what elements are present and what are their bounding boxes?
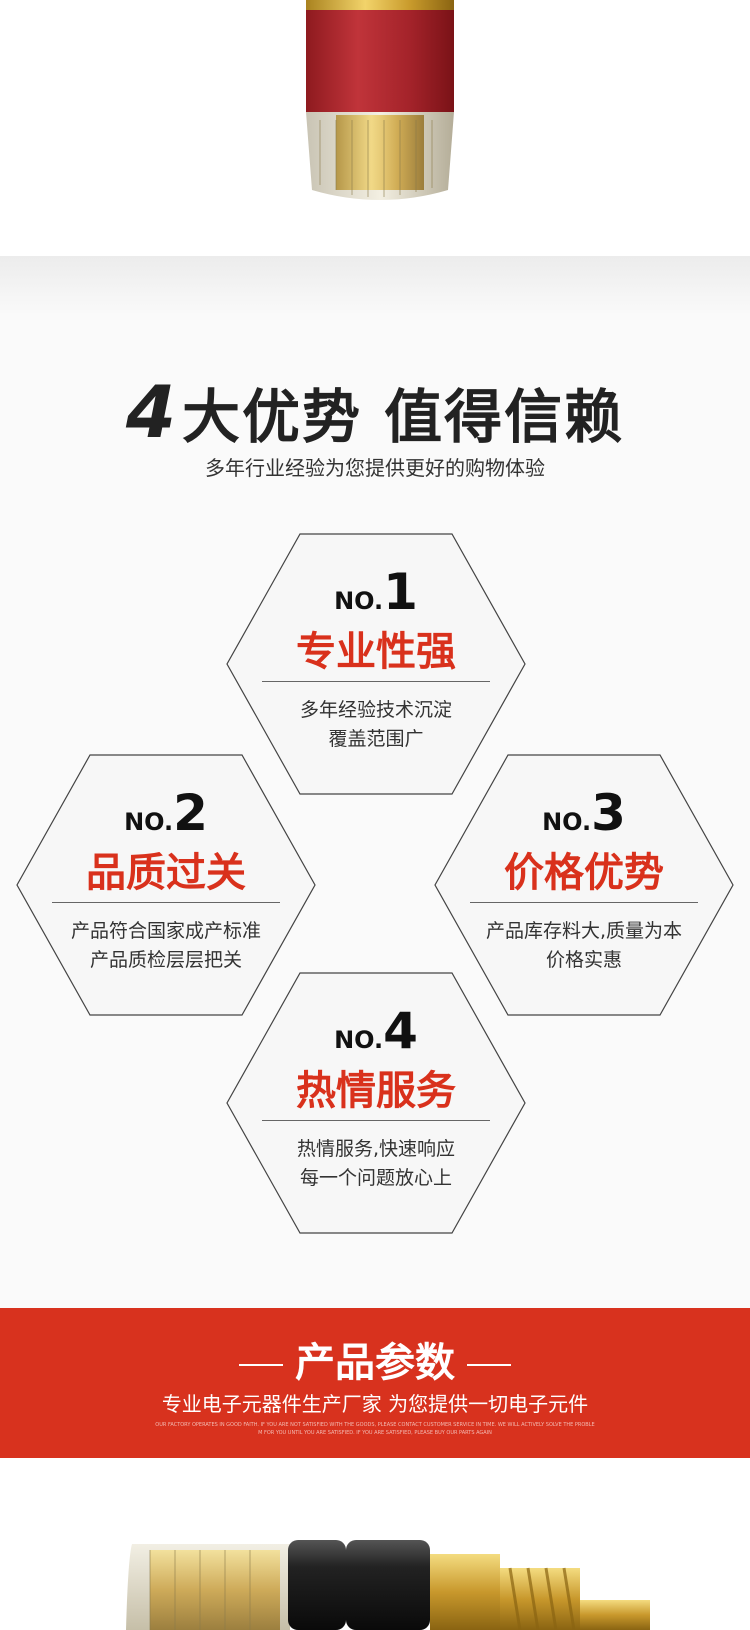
advantage-description: 产品库存料大,质量为本价格实惠: [434, 917, 734, 975]
shadow-divider: [0, 256, 750, 316]
number-value: 2: [173, 784, 208, 842]
product-photo-bottom: [0, 1458, 750, 1630]
banner-subtitle: 专业电子元器件生产厂家 为您提供一切电子元件: [161, 1392, 589, 1416]
number-prefix: NO.: [334, 587, 384, 615]
description-line: 产品库存料大,质量为本: [485, 920, 683, 942]
dash-right: [467, 1364, 511, 1366]
description-line: 多年经验技术沉淀: [299, 699, 452, 721]
advantage-description: 热情服务,快速响应每一个问题放心上: [226, 1135, 526, 1193]
fine-print-line: OUR FACTORY OPERATES IN GOOD FAITH. IF Y…: [155, 1422, 595, 1428]
divider-line: [470, 902, 698, 903]
description-line: 覆盖范围广: [328, 728, 424, 750]
number-value: 1: [383, 563, 418, 621]
description-line: 每一个问题放心上: [299, 1167, 452, 1189]
advantage-number: NO.1: [226, 563, 526, 621]
section-subtitle: 多年行业经验为您提供更好的购物体验: [205, 456, 545, 480]
title-text: 大优势 值得信赖: [181, 383, 625, 451]
description-line: 产品符合国家成产标准: [70, 920, 261, 942]
fine-print-line: M FOR YOU UNTIL YOU ARE SATISFIED. IF YO…: [258, 1430, 492, 1436]
hexagon-frame: [434, 754, 734, 1016]
advantage-card-3: NO.3 价格优势 产品库存料大,质量为本价格实惠: [434, 754, 734, 1016]
advantage-title: 热情服务: [296, 1068, 456, 1114]
params-banner: 产品参数 专业电子元器件生产厂家 为您提供一切电子元件 OUR FACTORY …: [0, 1308, 750, 1458]
advantage-card-4: NO.4 热情服务 热情服务,快速响应每一个问题放心上: [226, 972, 526, 1234]
advantage-description: 多年经验技术沉淀覆盖范围广: [226, 696, 526, 754]
number-prefix: NO.: [124, 808, 174, 836]
section-title: 4大优势 值得信赖: [0, 370, 750, 454]
divider-line: [52, 902, 280, 903]
hexagon-frame: [16, 754, 316, 1016]
advantage-number: NO.2: [16, 784, 316, 842]
description-line: 热情服务,快速响应: [296, 1138, 456, 1160]
divider-line: [262, 681, 490, 682]
binding-post-black-illustration: [126, 1540, 650, 1630]
banner-fine-print: OUR FACTORY OPERATES IN GOOD FAITH. IF Y…: [100, 1421, 650, 1437]
advantage-title: 价格优势: [504, 850, 664, 896]
number-prefix: NO.: [334, 1026, 384, 1054]
binding-post-red-illustration: [306, 0, 454, 200]
number-value: 3: [591, 784, 626, 842]
advantage-card-2: NO.2 品质过关 产品符合国家成产标准产品质检层层把关: [16, 754, 316, 1016]
advantage-title: 品质过关: [86, 850, 246, 896]
banner-title: 产品参数: [295, 1340, 455, 1386]
advantage-number: NO.4: [226, 1002, 526, 1060]
dash-left: [239, 1364, 283, 1366]
title-number: 4: [125, 370, 178, 454]
description-line: 产品质检层层把关: [89, 949, 242, 971]
advantage-description: 产品符合国家成产标准产品质检层层把关: [16, 917, 316, 975]
page-title: 4大优势 值得信赖: [126, 370, 625, 454]
description-line: 价格实惠: [545, 949, 622, 971]
advantage-card-1: NO.1 专业性强 多年经验技术沉淀覆盖范围广: [226, 533, 526, 795]
product-photo-top: [0, 0, 750, 257]
number-prefix: NO.: [542, 808, 592, 836]
banner-title-row: 产品参数: [0, 1330, 750, 1388]
divider-line: [262, 1120, 490, 1121]
number-value: 4: [383, 1002, 418, 1060]
hexagon-frame: [226, 972, 526, 1234]
advantage-number: NO.3: [434, 784, 734, 842]
advantage-title: 专业性强: [296, 629, 456, 675]
hexagon-frame: [226, 533, 526, 795]
